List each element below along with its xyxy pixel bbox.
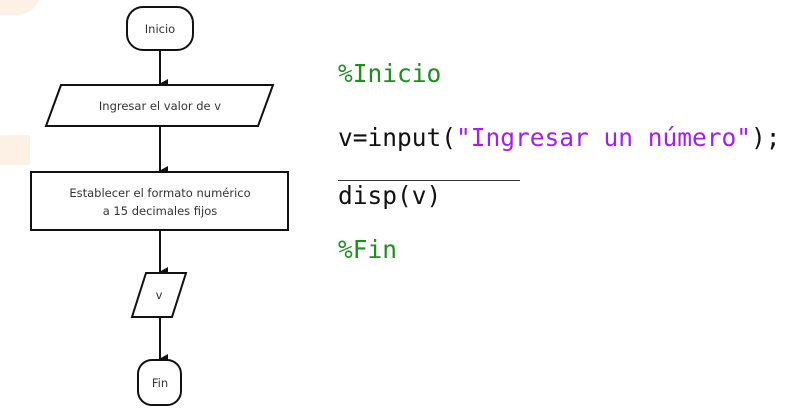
end-label: Fin (152, 376, 168, 390)
start-label: Inicio (145, 22, 175, 36)
code-input-line: v=input("Ingresar un número"); (338, 123, 781, 152)
input-parallelogram: Ingresar el valor de v (44, 84, 275, 127)
blank-line (338, 180, 520, 181)
output-label: v (156, 288, 163, 302)
code-string: "Ingresar un número" (456, 123, 752, 152)
output-parallelogram: v (130, 272, 188, 318)
process-label-line2: a 15 decimales fijos (103, 204, 218, 218)
flowchart: Inicio Ingresar el valor de v Establecer… (30, 6, 289, 406)
code-input-prefix: v=input( (338, 123, 457, 152)
code-disp-line: disp(v) (338, 181, 442, 210)
code-comment-inicio: %Inicio (338, 59, 442, 88)
watermark-shape (0, 135, 30, 165)
input-label: Ingresar el valor de v (99, 99, 221, 113)
process-label-line1: Establecer el formato numérico (69, 186, 250, 200)
code-comment-fin: %Fin (338, 235, 398, 264)
end-terminal: Fin (137, 359, 182, 406)
start-terminal: Inicio (126, 6, 194, 51)
code-input-suffix: ); (751, 123, 781, 152)
process-box: Establecer el formato numérico a 15 deci… (30, 171, 289, 231)
